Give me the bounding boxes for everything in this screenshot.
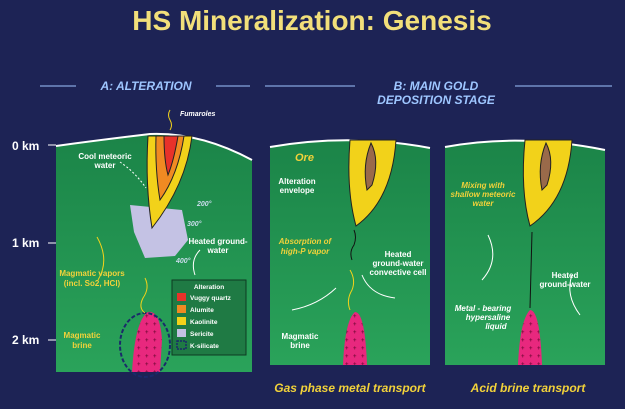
svg-text:water: water xyxy=(94,161,116,170)
svg-text:K-silicate: K-silicate xyxy=(190,343,219,350)
svg-text:Fumaroles: Fumaroles xyxy=(180,111,216,118)
svg-text:B: MAIN GOLD: B: MAIN GOLD xyxy=(394,79,479,93)
panel-gas-phase: Ore Alteration envelope Absorption of hi… xyxy=(269,139,431,365)
svg-text:ground-water: ground-water xyxy=(372,259,423,268)
vuggy-quartz-zone xyxy=(163,135,179,177)
caption-gas-phase: Gas phase metal transport xyxy=(274,381,426,395)
svg-text:Magmatic: Magmatic xyxy=(64,331,101,340)
svg-text:Mixing with: Mixing with xyxy=(461,181,505,190)
svg-text:envelope: envelope xyxy=(280,186,315,195)
svg-text:300°: 300° xyxy=(187,220,202,228)
fumarole-plume-icon xyxy=(168,109,172,131)
svg-text:Alteration: Alteration xyxy=(194,284,224,291)
ore-body xyxy=(364,141,377,192)
svg-text:Alteration: Alteration xyxy=(278,177,315,186)
section-b-header: B: MAIN GOLD DEPOSITION STAGE xyxy=(265,78,612,107)
svg-text:Vuggy quartz: Vuggy quartz xyxy=(190,295,232,302)
svg-text:Heated: Heated xyxy=(385,250,412,259)
vapor-arrow-icon xyxy=(140,277,148,314)
svg-text:Alumite: Alumite xyxy=(190,307,214,314)
svg-text:hypersaline: hypersaline xyxy=(466,313,511,322)
svg-text:liquid: liquid xyxy=(485,322,507,331)
svg-text:Absorption of: Absorption of xyxy=(278,237,333,246)
sericite-zone xyxy=(130,205,188,258)
page-title: HS Mineralization: Genesis xyxy=(132,5,491,36)
svg-text:water: water xyxy=(207,246,229,255)
svg-text:A: ALTERATION: A: ALTERATION xyxy=(99,79,191,93)
legend-swatch-sericite xyxy=(177,329,186,337)
svg-text:(incl. So2, HCl): (incl. So2, HCl) xyxy=(64,279,121,288)
svg-text:ground-water: ground-water xyxy=(539,280,590,289)
svg-text:shallow meteoric: shallow meteoric xyxy=(451,190,516,199)
svg-text:2 km: 2 km xyxy=(12,333,39,347)
svg-text:1 km: 1 km xyxy=(12,236,39,250)
svg-text:brine: brine xyxy=(72,341,92,350)
legend-swatch-vuggy-quartz xyxy=(177,293,186,301)
legend-swatch-k-silicate xyxy=(176,340,187,350)
panel-acid-brine: Mixing with shallow meteoric water Heate… xyxy=(444,139,606,365)
svg-text:water: water xyxy=(473,199,495,208)
ore-body xyxy=(539,141,552,192)
panel-alteration: Fumaroles Cool meteoric water 200° 300° … xyxy=(55,109,253,378)
svg-text:200°: 200° xyxy=(196,200,212,208)
svg-text:Heated: Heated xyxy=(552,271,579,280)
section-a-header: A: ALTERATION xyxy=(40,78,250,93)
legend-swatch-kaolinite xyxy=(177,317,186,325)
svg-text:high-P vapor: high-P vapor xyxy=(281,247,330,256)
svg-text:Kaolinite: Kaolinite xyxy=(190,319,218,326)
svg-text:Metal - bearing: Metal - bearing xyxy=(455,304,512,313)
svg-text:Cool meteoric: Cool meteoric xyxy=(78,152,132,161)
svg-text:Ore: Ore xyxy=(295,152,314,164)
caption-acid-brine: Acid brine transport xyxy=(470,381,587,395)
svg-text:DEPOSITION STAGE: DEPOSITION STAGE xyxy=(377,93,496,107)
brine-arrow-icon xyxy=(529,231,533,309)
svg-text:Sericite: Sericite xyxy=(190,331,214,338)
legend-swatch-alumite xyxy=(177,305,186,313)
depth-axis: 0 km 1 km 2 km xyxy=(12,139,56,347)
svg-text:Magmatic vapors: Magmatic vapors xyxy=(59,269,125,278)
svg-text:brine: brine xyxy=(290,341,310,350)
svg-text:400°: 400° xyxy=(175,257,191,265)
svg-text:0 km: 0 km xyxy=(12,139,39,153)
alteration-legend: Alteration Vuggy quartz Alumite Kaolinit… xyxy=(171,279,247,356)
svg-text:convective cell: convective cell xyxy=(370,268,427,277)
svg-text:Magmatic: Magmatic xyxy=(282,332,319,341)
svg-text:Heated ground-: Heated ground- xyxy=(188,237,247,246)
